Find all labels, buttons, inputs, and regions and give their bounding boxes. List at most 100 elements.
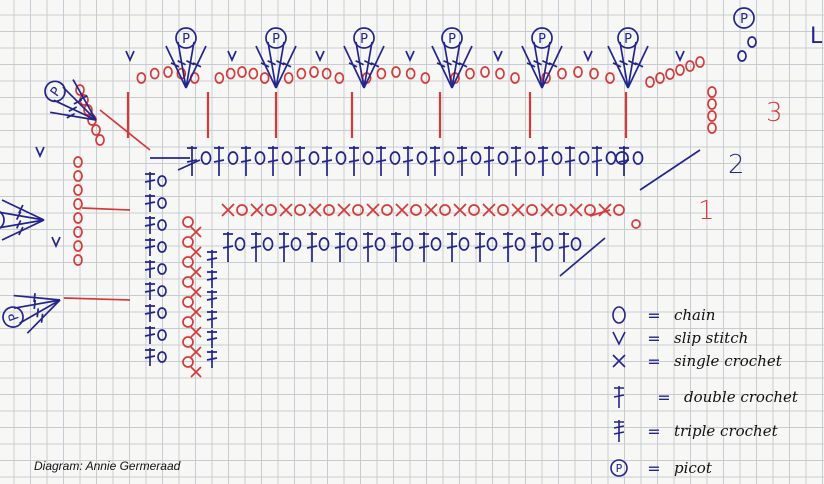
corner-mark: L: [810, 24, 822, 49]
double-crochet-stitch: [430, 146, 440, 176]
chain-stitch: [353, 205, 363, 215]
double-crochet-stitch: [307, 232, 317, 262]
chain-stitch: [158, 264, 166, 274]
single-crochet-stitch: [483, 204, 495, 216]
row-number-1: 1: [698, 196, 715, 226]
chain-stitch: [183, 217, 193, 227]
double-crochet-stitch: [391, 232, 401, 262]
chain-stitch: [74, 213, 82, 223]
slip-stitch: [584, 51, 592, 60]
double-crochet-stitch: [145, 172, 155, 190]
double-crochet-stitch: [376, 146, 386, 176]
chain-stitch: [656, 73, 664, 83]
single-crochet-stitch: [570, 204, 582, 216]
single-crochet-stitch: [191, 347, 201, 357]
chain-stitch: [708, 123, 716, 133]
legend-item-triple-crochet: = triple crochet: [604, 418, 824, 444]
chain-stitch: [440, 205, 450, 215]
double-crochet-stitch: [241, 146, 251, 176]
chain-stitch: [158, 198, 166, 208]
chain-stitch: [158, 352, 166, 362]
double-crochet-stitch: [207, 330, 217, 348]
chain-stitch: [572, 238, 581, 250]
chain-stitch: [183, 357, 193, 367]
slip-stitch: [494, 51, 502, 60]
picot-letter: P: [272, 32, 280, 47]
chain-stitch: [632, 220, 640, 228]
chain-stitch: [74, 157, 82, 167]
chain-stitch: [238, 67, 246, 77]
chain-stitch: [283, 152, 292, 164]
chain-stitch: [421, 73, 429, 83]
legend-item-picot: P = picot: [604, 455, 824, 481]
chain-stitch: [460, 238, 469, 250]
double-crochet-stitch: [145, 260, 155, 278]
chain-stitch: [606, 73, 614, 83]
single-crochet-stitch: [512, 204, 524, 216]
chain-stitch: [392, 67, 400, 77]
chain-stitch: [391, 152, 400, 164]
single-crochet-stitch: [454, 204, 466, 216]
double-crochet-stitch: [251, 232, 261, 262]
double-crochet-stitch: [295, 146, 305, 176]
chain-stitch: [202, 152, 211, 164]
single-crochet-stitch: [191, 247, 201, 257]
single-crochet-icon: [604, 348, 634, 374]
double-crochet-stitch: [207, 310, 217, 328]
chain-stitch: [266, 205, 276, 215]
chain-stitch: [738, 51, 746, 61]
chain-stitch: [335, 73, 343, 83]
double-crochet-stitch: [349, 146, 359, 176]
chain-stitch: [158, 308, 166, 318]
chain-stitch: [164, 67, 172, 77]
chain-stitch: [676, 65, 684, 75]
double-crochet-stitch: [145, 216, 155, 234]
chain-stitch: [256, 152, 265, 164]
chain-stitch: [96, 135, 104, 145]
chain-stitch: [544, 238, 553, 250]
single-crochet-stitch: [396, 204, 408, 216]
legend-equals: =: [634, 388, 684, 407]
double-crochet-stitch: [565, 146, 575, 176]
double-crochet-stitch: [419, 232, 429, 262]
picot-letter: P: [740, 12, 748, 27]
single-crochet-stitch: [367, 204, 379, 216]
double-crochet-stitch: [511, 146, 521, 176]
chain-stitch: [236, 238, 245, 250]
chain-stitch: [227, 69, 235, 79]
double-crochet-stitch: [403, 146, 413, 176]
chain-stitch: [295, 205, 305, 215]
stitch-stroke: [560, 238, 605, 276]
single-crochet-stitch: [541, 204, 553, 216]
double-crochet-stitch: [145, 348, 155, 366]
chain-stitch: [558, 69, 566, 79]
slip-stitch: [228, 51, 236, 60]
stitch-stroke: [64, 298, 130, 300]
legend-label-double-crochet: double crochet: [684, 388, 798, 406]
shell-cluster: P: [35, 69, 107, 136]
chain-stitch: [229, 152, 238, 164]
double-crochet-stitch: [322, 146, 332, 176]
chain-stitch: [590, 69, 598, 79]
chain-stitch: [496, 69, 504, 79]
double-crochet-stitch: [503, 232, 513, 262]
chain-stitch: [183, 257, 193, 267]
chain-stitch: [553, 152, 562, 164]
shell-cluster: P: [432, 28, 472, 88]
double-crochet-stitch: [363, 232, 373, 262]
chain-stitch: [158, 242, 166, 252]
single-crochet-stitch: [191, 227, 201, 237]
chain-stitch: [696, 57, 704, 67]
chain-stitch: [74, 241, 82, 251]
shell-cluster: P: [166, 28, 206, 88]
triple-crochet-stitch: [0, 212, 44, 220]
chain-stitch: [183, 317, 193, 327]
diagram-credit: Diagram: Annie Germeraad: [34, 459, 180, 473]
double-crochet-stitch: [484, 146, 494, 176]
legend-equals: =: [634, 306, 674, 325]
chain-stitch: [526, 152, 535, 164]
chain-stitch: [708, 111, 716, 121]
double-crochet-icon: [604, 384, 634, 410]
chain-stitch: [158, 176, 166, 186]
shell-cluster: P: [0, 200, 44, 240]
